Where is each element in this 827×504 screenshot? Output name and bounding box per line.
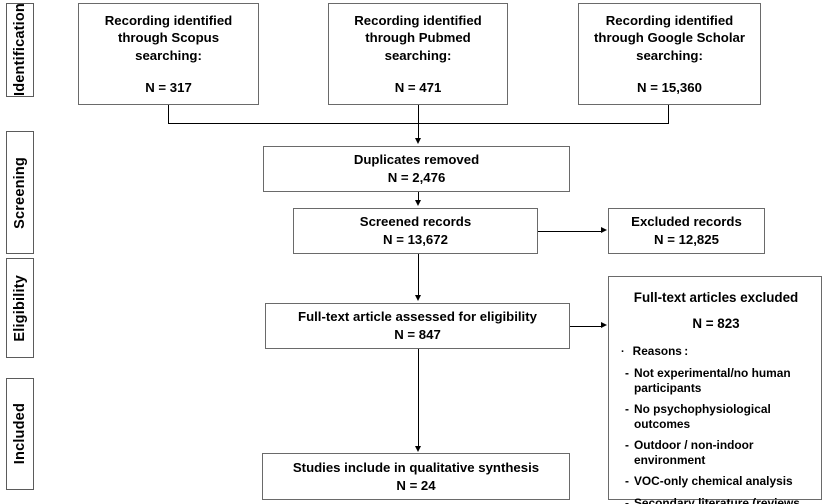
stage-label-identification-text: Identification	[11, 3, 28, 97]
source-box-scopus-title: Recording identified through Scopus sear…	[104, 12, 233, 63]
source-box-scopus: Recording identified through Scopus sear…	[78, 3, 259, 105]
arrow-into-excluded-records	[601, 227, 607, 233]
connector-fulltext-to-included	[418, 349, 419, 447]
duplicates-removed-title: Duplicates removed	[353, 152, 480, 168]
stage-label-included: Included	[6, 378, 34, 490]
list-item: Outdoor / non-indoor environment	[625, 438, 813, 467]
connector-scopus-down	[168, 105, 169, 124]
fulltext-excluded-title: Full-text articles excluded	[633, 290, 799, 305]
source-box-scopus-count: N = 317	[145, 79, 192, 95]
arrow-into-fulltext-assessed	[415, 295, 421, 301]
connector-duplicates-to-screened	[418, 192, 419, 202]
connector-fulltext-to-excluded-articles	[570, 326, 602, 327]
screened-records-box: Screened records N = 13,672	[293, 208, 538, 254]
source-box-pubmed-count: N = 471	[394, 79, 442, 95]
excluded-records-box: Excluded records N = 12,825	[608, 208, 765, 254]
fulltext-excluded-reasons-list: Not experimental/no human participants N…	[619, 366, 813, 504]
stage-label-identification: Identification	[6, 3, 34, 97]
included-studies-title: Studies include in qualitative synthesis	[292, 459, 540, 475]
fulltext-excluded-count: N = 823	[692, 316, 740, 332]
list-item: Not experimental/no human participants	[625, 366, 813, 395]
reasons-label-text: Reasons :	[632, 343, 689, 358]
stage-label-screening: Screening	[6, 131, 34, 254]
fulltext-assessed-box: Full-text article assessed for eligibili…	[265, 303, 570, 349]
screened-records-title: Screened records	[359, 214, 472, 230]
source-box-pubmed: Recording identified through Pubmed sear…	[328, 3, 508, 105]
included-studies-count: N = 24	[396, 477, 436, 493]
stage-label-eligibility: Eligibility	[6, 258, 34, 358]
bullet-icon: ·	[621, 345, 625, 358]
list-item: VOC-only chemical analysis	[625, 474, 813, 489]
stage-label-eligibility-text: Eligibility	[11, 274, 28, 342]
arrow-into-screened	[415, 200, 421, 206]
duplicates-removed-count: N = 2,476	[387, 170, 446, 185]
connector-screened-to-excluded	[538, 231, 602, 232]
source-box-google-scholar-title: Recording identified through Google Scho…	[594, 12, 745, 63]
stage-label-included-text: Included	[11, 403, 28, 465]
list-item: Secondary literature (reviews, meta-anal…	[625, 496, 813, 504]
arrow-into-included-studies	[415, 446, 421, 452]
source-box-pubmed-title: Recording identified through Pubmed sear…	[354, 12, 482, 63]
fulltext-excluded-reasons-label: · Reasons :	[621, 344, 813, 359]
connector-pubmed-down	[418, 105, 419, 124]
fulltext-assessed-count: N = 847	[394, 327, 441, 342]
arrow-into-fulltext-excluded	[601, 322, 607, 328]
connector-screened-to-fulltext	[418, 254, 419, 296]
connector-manifold-to-duplicates	[418, 123, 419, 140]
stage-label-screening-text: Screening	[11, 156, 28, 229]
included-studies-box: Studies include in qualitative synthesis…	[262, 453, 570, 500]
fulltext-assessed-title: Full-text article assessed for eligibili…	[298, 309, 537, 325]
fulltext-excluded-box: Full-text articles excluded N = 823 · Rea…	[608, 276, 822, 504]
arrow-into-duplicates	[415, 138, 421, 144]
excluded-records-title: Excluded records	[631, 214, 742, 230]
excluded-records-count: N = 12,825	[654, 232, 719, 247]
source-box-google-scholar: Recording identified through Google Scho…	[578, 3, 761, 105]
list-item: No psychophysiological outcomes	[625, 402, 813, 431]
connector-scholar-down	[668, 105, 669, 124]
duplicates-removed-box: Duplicates removed N = 2,476	[263, 146, 570, 192]
source-box-google-scholar-count: N = 15,360	[637, 79, 702, 95]
screened-records-count: N = 13,672	[383, 232, 448, 247]
